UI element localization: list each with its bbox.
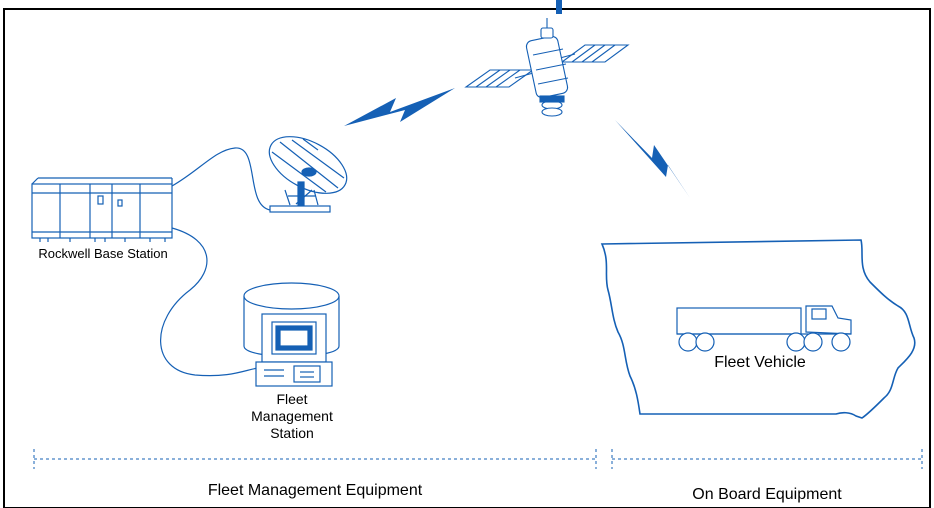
satellite-dish-icon xyxy=(268,136,348,213)
signal-bolt-right xyxy=(615,120,690,198)
signal-bolt-left xyxy=(344,88,455,126)
onboard-equipment-bracket xyxy=(611,449,923,469)
computer-icon xyxy=(243,282,340,387)
base-station-icon xyxy=(31,177,173,242)
base-station-label: Rockwell Base Station xyxy=(38,246,168,261)
fleet-vehicle-label: Fleet Vehicle xyxy=(714,354,806,371)
fleet-station-label-line3: Station xyxy=(270,425,314,441)
truck-icon xyxy=(676,305,852,352)
satellite-icon xyxy=(464,18,630,117)
fleet-equipment-label: Fleet Management Equipment xyxy=(207,482,423,499)
fleet-station-label: Fleet Management Station xyxy=(226,391,358,442)
cable-base-to-computer xyxy=(160,227,259,377)
fleet-station-label-line2: Management xyxy=(251,408,333,424)
fleet-station-label-line1: Fleet xyxy=(276,391,308,407)
outer-frame xyxy=(3,8,931,508)
top-connector xyxy=(556,0,562,14)
fleet-equipment-bracket xyxy=(33,449,597,469)
onboard-equipment-label: On Board Equipment xyxy=(692,486,842,503)
cable-base-to-dish xyxy=(171,147,271,211)
